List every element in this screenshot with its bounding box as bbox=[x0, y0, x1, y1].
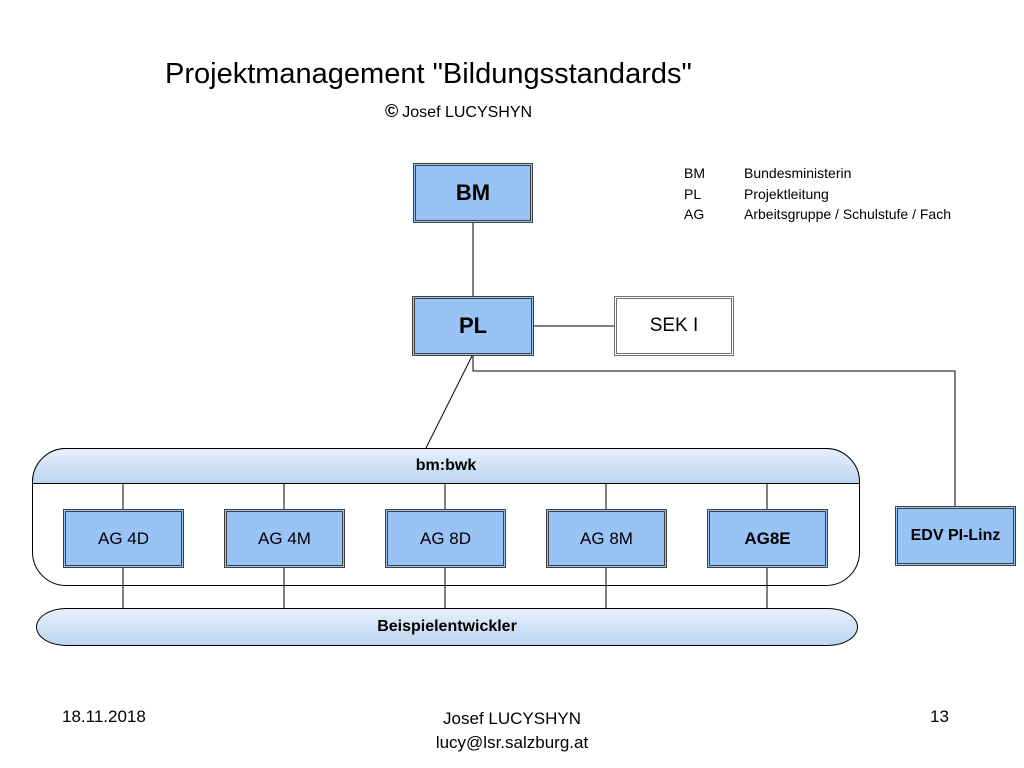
ag-8d-box: AG 8D bbox=[385, 509, 506, 568]
developers-banner: Beispielentwickler bbox=[36, 608, 858, 646]
legend-text: Arbeitsgruppe / Schulstufe / Fach bbox=[744, 206, 951, 222]
footer-email: lucy@lsr.salzburg.at bbox=[435, 733, 589, 752]
ag-8m-box: AG 8M bbox=[546, 509, 667, 568]
legend-abbr: PL bbox=[684, 185, 702, 202]
sek-box: SEK I bbox=[614, 296, 734, 356]
ag-8e-box: AG8E bbox=[707, 509, 828, 568]
footer-date: 18.11.2018 bbox=[62, 707, 146, 726]
bmbwk-label: bm:bwk bbox=[32, 448, 860, 484]
legend-text: Projektleitung bbox=[744, 185, 829, 202]
slide-subtitle: ©Josef LUCYSHYN bbox=[385, 101, 532, 122]
ag-4d-box: AG 4D bbox=[63, 509, 184, 568]
legend-row: PL Projektleitung bbox=[684, 184, 951, 205]
author-name: Josef LUCYSHYN bbox=[402, 104, 533, 121]
legend-text: Bundesministerin bbox=[744, 165, 852, 181]
bm-box: BM bbox=[413, 163, 533, 223]
legend-row: AG Arbeitsgruppe / Schulstufe / Fach bbox=[684, 204, 951, 225]
page-number: 13 bbox=[930, 707, 949, 726]
legend-row: BM Bundesministerin bbox=[684, 163, 951, 184]
legend-abbr: BM bbox=[684, 165, 705, 181]
footer-author: Josef LUCYSHYN lucy@lsr.salzburg.at bbox=[380, 707, 644, 755]
pl-box: PL bbox=[412, 296, 534, 356]
edv-box: EDV PI-Linz bbox=[895, 506, 1016, 566]
footer-name: Josef LUCYSHYN bbox=[443, 709, 581, 728]
ag-4m-box: AG 4M bbox=[224, 509, 345, 568]
legend: BM Bundesministerin PL Projektleitung AG… bbox=[684, 163, 951, 225]
slide-title: Projektmanagement "Bildungsstandards" bbox=[165, 58, 692, 90]
legend-abbr: AG bbox=[684, 206, 705, 222]
copyright-icon: © bbox=[385, 101, 399, 121]
